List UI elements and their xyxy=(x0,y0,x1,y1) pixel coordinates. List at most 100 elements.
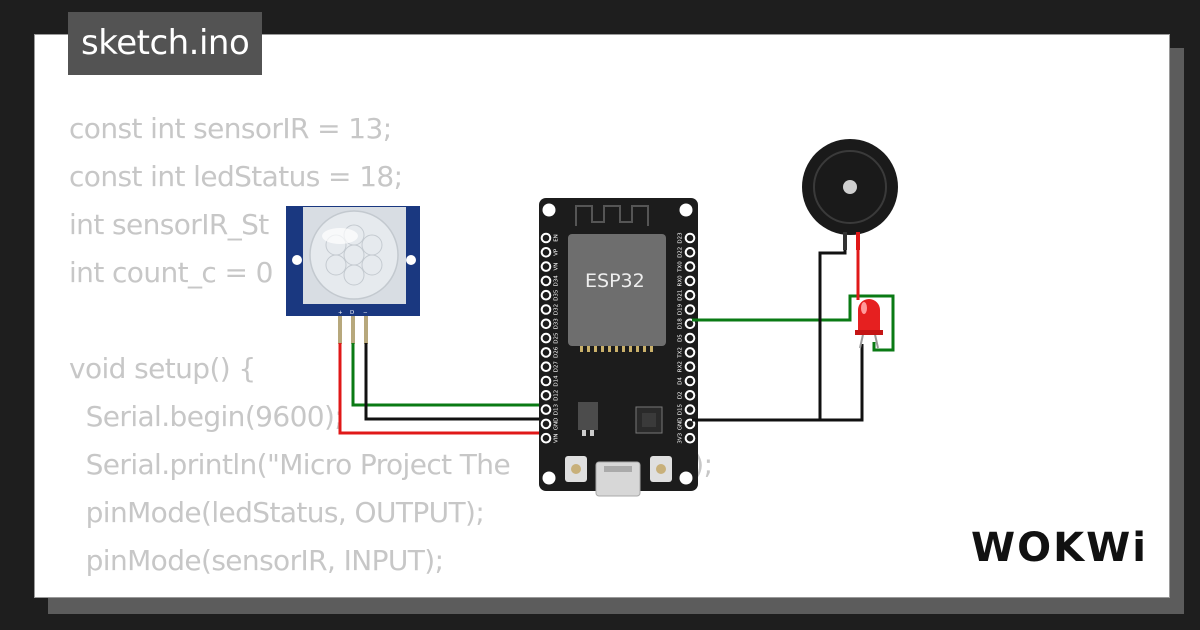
code-line: Serial.begin(9600); xyxy=(69,400,344,433)
pin-label: D25 xyxy=(554,332,560,344)
pin-hole[interactable] xyxy=(540,332,552,344)
pin-label: VIN xyxy=(554,433,560,443)
pin-hole[interactable] xyxy=(540,432,552,444)
right-pin-header: D23D22TX0RX0D21D19D18D5TX2RX2D4D2D15GND3… xyxy=(678,232,696,444)
pir-pin xyxy=(351,316,355,344)
code-preview: const int sensorIR = 13; const int ledSta… xyxy=(69,105,713,597)
pin-label: VN xyxy=(554,263,560,271)
pin-hole[interactable] xyxy=(684,289,696,301)
led-bulb xyxy=(858,299,880,332)
pin-hole[interactable] xyxy=(684,361,696,373)
pin-hole[interactable] xyxy=(540,347,552,358)
pin-hole[interactable] xyxy=(684,261,696,272)
pin-hole[interactable] xyxy=(684,432,696,444)
pin-label: GND xyxy=(554,418,560,431)
code-line: int count_c = 0 xyxy=(69,256,273,289)
pin-label: VP xyxy=(554,248,560,256)
pir-pin-label-data: D xyxy=(350,310,354,316)
pin-label: TX2 xyxy=(678,347,684,359)
pir-pin-label-vcc: + xyxy=(338,310,343,316)
chip-label: ESP32 xyxy=(585,270,645,292)
pir-dome xyxy=(309,210,399,300)
code-line: const int sensorIR = 13; xyxy=(69,112,392,145)
pir-dome-highlight xyxy=(322,228,358,244)
pin-hole[interactable] xyxy=(684,418,696,430)
pin-label: D32 xyxy=(554,304,560,315)
pir-mount-hole xyxy=(292,255,302,265)
pin-label: D4 xyxy=(678,377,684,385)
esp32-board[interactable]: ESP32 ENVPVND34D35D32D33D25D26D27D14D12D… xyxy=(539,198,698,497)
pin-label: D26 xyxy=(554,346,560,358)
pin-label: D5 xyxy=(678,334,684,342)
pin-label: D19 xyxy=(678,303,684,315)
pin-label: D15 xyxy=(678,403,684,415)
pin-label: TX0 xyxy=(678,261,684,273)
pin-hole[interactable] xyxy=(540,289,552,301)
board-mount-hole xyxy=(542,203,556,217)
pin-label: D2 xyxy=(678,391,684,399)
wokwi-logo: WOKWi xyxy=(971,525,1148,571)
pin-label: D27 xyxy=(554,361,560,373)
filename-tab: sketch.ino xyxy=(68,12,263,75)
pin-hole[interactable] xyxy=(684,332,696,344)
buzzer[interactable] xyxy=(802,139,898,250)
code-line: pinMode(ledStatus, OUTPUT); xyxy=(69,496,485,529)
pin-label: D33 xyxy=(554,318,560,330)
pin-hole[interactable] xyxy=(540,232,552,244)
pin-hole[interactable] xyxy=(684,347,696,358)
board-mount-hole xyxy=(679,471,693,485)
pin-hole[interactable] xyxy=(540,247,552,258)
pin-label: D23 xyxy=(678,232,684,244)
wire-ground[interactable] xyxy=(364,343,545,421)
pin-label: RX2 xyxy=(678,361,684,372)
pin-hole[interactable] xyxy=(684,375,696,387)
pin-label: D21 xyxy=(678,290,684,301)
pin-hole[interactable] xyxy=(684,404,696,415)
pin-hole[interactable] xyxy=(540,261,552,272)
pin-hole[interactable] xyxy=(684,318,696,330)
code-line: const int ledStatus = 18; xyxy=(69,160,403,193)
pin-hole[interactable] xyxy=(540,404,552,415)
voltage-regulator xyxy=(578,402,598,430)
pin-label: D12 xyxy=(554,390,560,401)
pir-sensor[interactable]: + D − xyxy=(286,206,420,344)
pin-hole[interactable] xyxy=(684,247,696,258)
code-line: pinMode(sensorIR, INPUT); xyxy=(69,544,444,577)
pin-hole[interactable] xyxy=(540,390,552,401)
pin-hole[interactable] xyxy=(540,304,552,315)
pin-hole[interactable] xyxy=(540,418,552,430)
red-led[interactable] xyxy=(855,299,883,349)
pin-label: GND xyxy=(678,418,684,431)
pin-hole[interactable] xyxy=(540,275,552,287)
pin-label: D35 xyxy=(554,289,560,301)
pir-pin-label-gnd: − xyxy=(363,310,368,316)
wire-vcc[interactable] xyxy=(338,343,545,435)
pir-mount-hole xyxy=(406,255,416,265)
antenna-trace xyxy=(575,205,649,226)
code-line: } xyxy=(69,585,510,597)
pin-label: EN xyxy=(554,234,560,242)
pin-label: D13 xyxy=(554,403,560,415)
wire-led-signal[interactable] xyxy=(692,294,895,352)
board-mount-hole xyxy=(542,471,556,485)
pin-label: RX0 xyxy=(678,275,684,287)
pin-label: D22 xyxy=(678,247,684,258)
pin-hole[interactable] xyxy=(540,361,552,373)
code-line: int sensorIR_St xyxy=(69,208,269,241)
chip-pads xyxy=(580,346,653,352)
code-line-text: Serial.println("Micro Project The xyxy=(69,448,511,481)
esp32-chip xyxy=(568,234,666,346)
pir-pin xyxy=(364,316,368,344)
pin-hole[interactable] xyxy=(540,318,552,330)
wire-signal[interactable] xyxy=(351,343,545,407)
pin-label: D14 xyxy=(554,375,560,387)
pin-hole[interactable] xyxy=(684,275,696,287)
pin-label: D34 xyxy=(554,275,560,287)
pin-hole[interactable] xyxy=(684,390,696,401)
pin-hole[interactable] xyxy=(684,232,696,244)
pin-hole[interactable] xyxy=(540,375,552,387)
pin-hole[interactable] xyxy=(684,304,696,315)
code-line: void setup() { xyxy=(69,352,256,385)
